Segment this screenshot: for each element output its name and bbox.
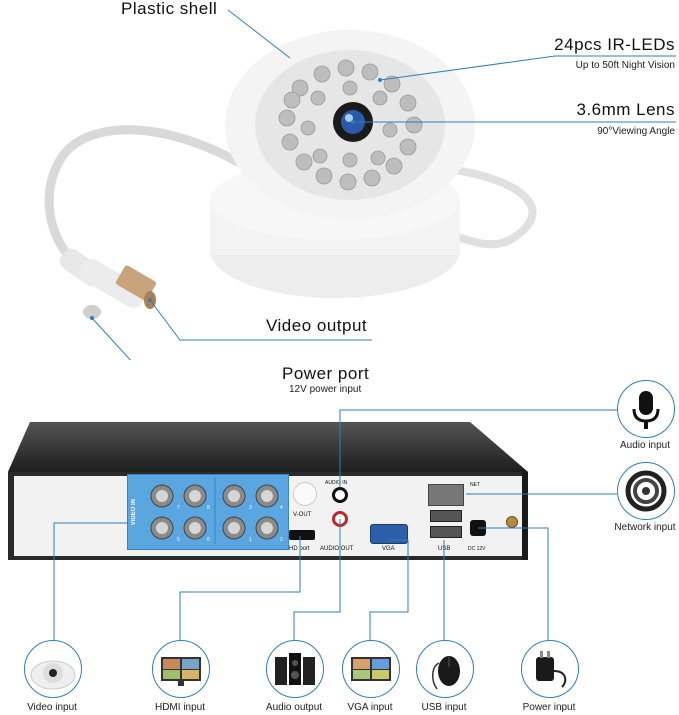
usb-input-label: USB input xyxy=(421,702,467,713)
microphone-icon xyxy=(632,391,660,429)
usb-input-circle xyxy=(416,640,474,698)
hdmi-port xyxy=(289,530,315,540)
audio-output-circle xyxy=(266,640,324,698)
power-input-circle xyxy=(521,640,579,698)
screen-icon xyxy=(351,657,391,681)
video-input-circle xyxy=(24,640,82,698)
power-adapter-icon xyxy=(536,651,567,688)
ir-leds-subtitle: Up to 50ft Night Vision xyxy=(575,60,675,71)
ir-leds-label: 24pcs IR-LEDs xyxy=(554,35,675,54)
vga-input-circle xyxy=(342,640,400,698)
dome-camera-icon xyxy=(30,660,76,690)
vga-input-label: VGA input xyxy=(347,702,393,713)
network-input-label: Network input xyxy=(614,522,676,533)
audio-out-label: AUDIO OUT xyxy=(320,546,354,552)
audio-in-label: AUDIO IN xyxy=(325,480,348,486)
audio-input-label: Audio input xyxy=(619,440,671,451)
dc-label: DC 12V xyxy=(468,546,486,552)
port-number: 5 xyxy=(177,537,180,543)
port-number: 4 xyxy=(280,505,283,511)
bnc-connectors xyxy=(150,478,279,544)
hdmi-label: HD port xyxy=(289,546,310,552)
port-number: 8 xyxy=(207,505,210,511)
vga-port xyxy=(370,524,408,544)
power-port-subtitle: 12V power input xyxy=(289,384,362,395)
hdmi-input-circle xyxy=(152,640,210,698)
port-number: 2 xyxy=(280,537,283,543)
plastic-shell-label: Plastic shell xyxy=(121,0,218,18)
port-number: 7 xyxy=(177,505,180,511)
audio-output-label: Audio output xyxy=(265,702,323,713)
mouse-icon xyxy=(432,656,460,690)
video-input-label: Video input xyxy=(27,702,77,713)
power-port-label: Power port xyxy=(282,364,370,383)
port-number: 3 xyxy=(249,505,252,511)
hdmi-input-label: HDMI input xyxy=(154,702,205,713)
audio-input-circle xyxy=(617,380,675,438)
dome-camera-illustration xyxy=(44,9,676,360)
speakers-icon xyxy=(275,653,315,685)
port-number: 6 xyxy=(207,537,210,543)
usb-port xyxy=(430,526,462,538)
v-out-port xyxy=(293,482,317,506)
video-output-label: Video output xyxy=(266,316,368,335)
usb-port xyxy=(430,510,462,522)
net-label: NET xyxy=(470,482,480,488)
net-port xyxy=(428,484,464,506)
port-number: 1 xyxy=(249,537,252,543)
network-input-circle xyxy=(617,462,675,520)
lens-subtitle: 90°Viewing Angle xyxy=(597,126,675,137)
audio-in-jack xyxy=(332,487,348,503)
vga-label: VGA xyxy=(382,546,395,552)
v-out-label: V-OUT xyxy=(293,512,312,518)
power-input-label: Power input xyxy=(522,702,576,713)
lens-label: 3.6mm Lens xyxy=(576,100,675,119)
monitor-icon xyxy=(161,657,201,686)
cable-coil-icon xyxy=(625,470,667,512)
